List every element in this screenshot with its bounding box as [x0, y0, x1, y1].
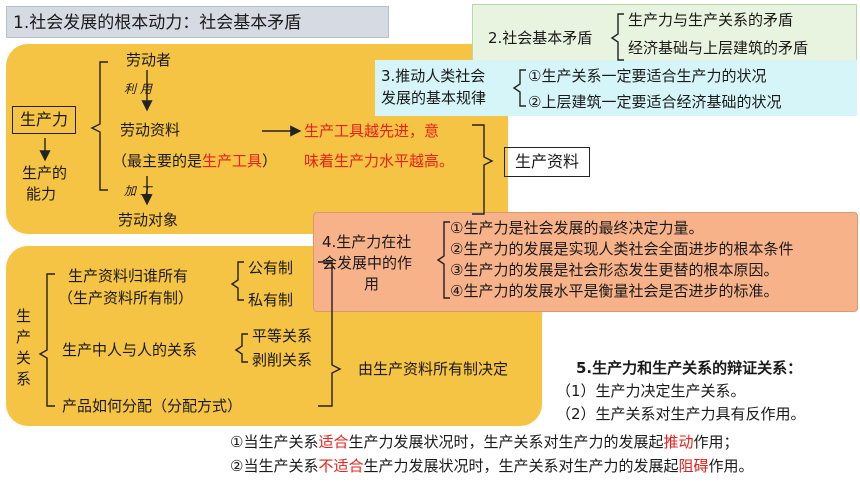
means-note-close: ）: [262, 152, 278, 170]
ownership-label: 生产资料归谁所有: [68, 267, 189, 285]
public-ownership: 公有制: [248, 259, 294, 277]
role-item-2: ②生产力的发展是实现人类社会全面进步的根本条件: [450, 240, 794, 258]
contradiction-label: 2.社会基本矛盾: [488, 29, 593, 47]
productivity-node: 生产力: [12, 106, 76, 134]
law-label-line2: 发展的基本规律: [381, 89, 487, 107]
dialectic-point-1: （1）生产力决定生产关系。: [556, 382, 746, 400]
decided-by-ownership: 由生产资料所有制决定: [358, 360, 509, 378]
l1-c: 作用；: [693, 433, 739, 451]
l2-a: ②当生产关系: [230, 457, 319, 475]
laborer-label: 劳动者: [126, 51, 172, 69]
law-item-2: ②上层建筑一定要适合经济基础的状况: [528, 93, 782, 111]
l1-a: ①当生产关系: [230, 433, 319, 451]
role-item-3: ③生产力的发展是社会形态发生更替的根本原因。: [450, 261, 779, 279]
l2-red2: 阻碍: [678, 457, 709, 475]
l1-red2: 推动: [663, 433, 694, 451]
role-label-line3: 用: [364, 275, 380, 293]
means-label: 劳动资料: [120, 121, 181, 139]
role-item-4: ④生产力的发展水平是衡量社会是否进步的标准。: [450, 282, 779, 300]
relations-char-4: 系: [16, 370, 32, 388]
relations-char-3: 关: [16, 349, 32, 367]
capacity-line1: 生产的: [22, 164, 68, 182]
role-label-line1: 4.生产力在社: [322, 233, 412, 251]
means-of-production-node: 生产资料: [504, 147, 590, 177]
capacity-line2: 能力: [26, 185, 57, 203]
private-ownership: 私有制: [248, 291, 294, 309]
page-title: 1.社会发展的根本动力：社会基本矛盾: [6, 6, 389, 38]
relations-char-2: 产: [16, 328, 32, 346]
l1-b: 生产力发展状况时，生产关系对生产力的发展起: [348, 433, 664, 451]
means-note-open: （最主要的是: [112, 152, 203, 170]
object-label: 劳动对象: [118, 211, 179, 229]
means-note-red: 生产工具: [202, 152, 263, 170]
exploit-relations: 剥削关系: [252, 351, 313, 369]
contradiction-item-1: 生产力与生产关系的矛盾: [628, 11, 794, 29]
human-relations-label: 生产中人与人的关系: [62, 341, 198, 359]
role-label-line2: 会发展中的作: [322, 254, 413, 272]
law-label-line1: 3.推动人类社会: [381, 67, 486, 85]
means-note: （最主要的是生产工具）: [112, 151, 277, 171]
equal-relations: 平等关系: [252, 327, 313, 345]
dialectic-heading: 5.生产力和生产关系的辩证关系：: [576, 359, 803, 377]
relations-char-1: 生: [16, 307, 32, 325]
role-item-1: ①生产力是社会发展的最终决定力量。: [450, 219, 704, 237]
law-item-1: ①生产关系一定要适合生产力的状况: [528, 67, 767, 85]
l1-red1: 适合: [318, 433, 349, 451]
role-panel: [313, 212, 858, 312]
l2-b: 生产力发展状况时，生产关系对生产力的发展起: [363, 457, 679, 475]
use-label: 利 用: [124, 82, 152, 96]
dialectic-line-2: ②当生产关系不适合生产力发展状况时，生产关系对生产力的发展起阻碍作用。: [230, 456, 754, 476]
ownership-sub: （生产资料所有制）: [58, 289, 194, 307]
l2-c: 作用。: [708, 457, 754, 475]
law-panel: [375, 60, 857, 116]
distribution-label: 产品如何分配（分配方式）: [62, 397, 243, 415]
contradiction-item-2: 经济基础与上层建筑的矛盾: [628, 39, 809, 57]
dialectic-point-2: （2）生产关系对生产力具有反作用。: [556, 405, 806, 423]
process-label: 加 工: [124, 184, 152, 198]
l2-red1: 不适合: [318, 457, 364, 475]
dialectic-line-1: ①当生产关系适合生产力发展状况时，生产关系对生产力的发展起推动作用；: [230, 432, 739, 452]
tools-text-red: 生产工具越先进，意: [304, 122, 440, 140]
tools-text-tail: 味着生产力水平越高。: [304, 152, 455, 170]
